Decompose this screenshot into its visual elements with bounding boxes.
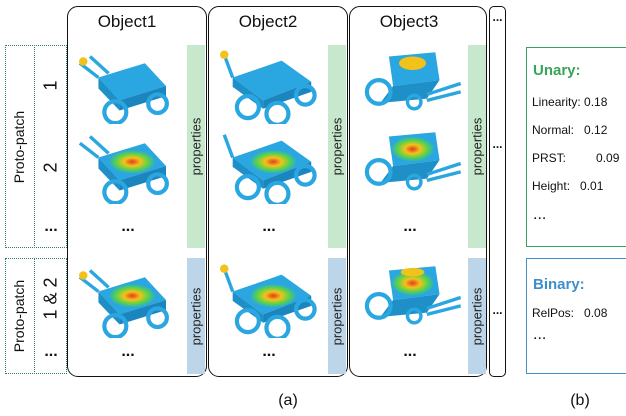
cart-image-object2-row1 <box>220 50 325 124</box>
cart-image-object1-row1 <box>72 48 184 124</box>
row-group-2-divider <box>34 258 35 374</box>
row-group-1-divider <box>34 45 35 248</box>
unary-item: Normal: 0.12 <box>532 123 608 137</box>
caption-b: (b) <box>570 392 590 409</box>
binary-panel <box>526 258 626 374</box>
row-label-ellipsis-2: ... <box>44 343 58 360</box>
more-column-ellipsis-1: ... <box>492 137 503 151</box>
row-label-1: 1 <box>40 79 61 91</box>
cart-image-object3-row2 <box>354 128 466 204</box>
properties-band-object1-group2: properties <box>187 258 205 374</box>
unary-panel <box>526 47 626 247</box>
row-group-1-label: Proto-patch <box>11 110 28 183</box>
column-header-object1: Object1 <box>97 12 157 31</box>
row-label-1-and-2: 1 & 2 <box>40 276 61 320</box>
binary-item: RelPos: 0.08 <box>532 306 608 320</box>
cell-ellipsis-object2-2: ... <box>262 343 276 360</box>
properties-band-object3-group2: properties <box>468 258 486 374</box>
properties-band-object1-group1: properties <box>187 45 205 248</box>
cell-ellipsis-object3: ... <box>403 218 417 235</box>
more-column-ellipsis-2: ... <box>492 303 503 317</box>
column-header-object2: Object2 <box>238 12 298 31</box>
cell-ellipsis-object1-2: ... <box>121 343 135 360</box>
binary-more: ... <box>533 326 547 343</box>
column-object1 <box>67 6 207 377</box>
row-group-1-frame <box>5 45 67 248</box>
row-group-2-frame <box>5 258 67 374</box>
cell-ellipsis-object3-2: ... <box>403 343 417 360</box>
caption-a: (a) <box>278 392 298 409</box>
column-object3 <box>349 6 487 377</box>
column-header-object3: Object3 <box>379 12 439 31</box>
cell-ellipsis-object2: ... <box>262 218 276 235</box>
unary-more: ... <box>533 206 547 223</box>
properties-band-object3-group1: properties <box>468 45 486 248</box>
unary-item: PRST: 0.09 <box>532 151 620 165</box>
row-group-2-label: Proto-patch <box>11 279 28 353</box>
binary-title: Binary: <box>533 276 585 293</box>
cart-image-object1-row2 <box>72 128 184 204</box>
unary-item: Linearity: 0.18 <box>532 95 608 109</box>
row-label-2: 2 <box>40 162 61 173</box>
column-header-more: ... <box>492 10 503 24</box>
cart-image-object3-row1 <box>354 48 466 124</box>
cart-image-object2-row2 <box>213 128 325 204</box>
properties-band-object2-group2: properties <box>328 258 346 374</box>
properties-band-object2-group1: properties <box>328 45 346 248</box>
cart-image-object2-row12 <box>220 264 325 338</box>
cell-ellipsis-object1: ... <box>121 218 135 235</box>
column-object2 <box>208 6 348 377</box>
row-label-ellipsis: ... <box>44 218 58 235</box>
unary-item: Height: 0.01 <box>532 179 604 193</box>
column-more <box>489 6 506 377</box>
unary-title: Unary: <box>533 62 581 79</box>
cart-image-object3-row12 <box>354 262 466 338</box>
cart-image-object1-row12 <box>72 262 184 338</box>
